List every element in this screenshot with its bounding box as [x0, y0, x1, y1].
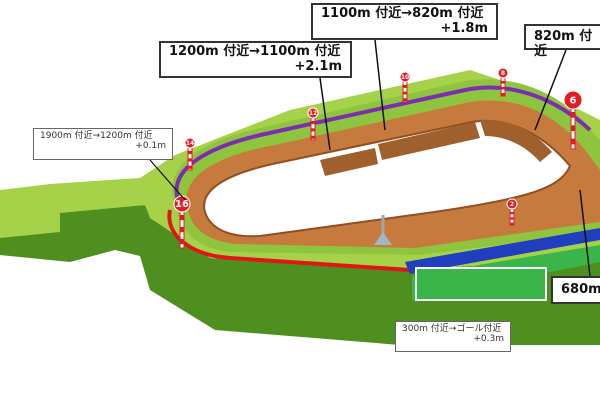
furlong-post-8: 8: [497, 67, 509, 97]
blue-rail: [405, 228, 600, 274]
furlong-post-label: 2: [510, 201, 514, 208]
furlong-post-label: 6: [570, 96, 577, 107]
slope-segment-2: [378, 122, 480, 160]
purple-course-line: [174, 85, 592, 201]
callout-1900-1200: 1900m 付近→1200m 付近 +0.1m: [33, 128, 173, 160]
furlong-post-14: 14: [184, 137, 196, 171]
slope-segment-1: [320, 148, 378, 176]
leader-c4: [579, 189, 591, 277]
leader-c3: [534, 49, 567, 131]
callout-300-goal: 300m 付近→ゴール付近 +0.3m: [395, 321, 511, 352]
callout-680: 680m: [551, 276, 600, 304]
goal-post-icon: [374, 215, 392, 245]
furlong-post-label: 14: [186, 140, 194, 147]
leader-c1: [319, 77, 331, 151]
furlong-post-label: 16: [175, 199, 189, 210]
furlong-post-label: 12: [309, 110, 317, 117]
callout-820: 820m 付近: [524, 24, 600, 59]
furlong-post-12: 12: [307, 107, 319, 141]
leader-c5: [149, 159, 186, 201]
furlong-post-label: 10: [401, 74, 409, 81]
turf-base-side: [0, 205, 600, 345]
red-course-line: [167, 209, 411, 272]
callout-1200-1100: 1200m 付近→1100m 付近 +2.1m: [159, 41, 352, 78]
callout-1100-820: 1100m 付近→820m 付近 +1.8m: [311, 3, 498, 40]
furlong-post-label: 8: [501, 70, 505, 77]
slope-segment-3: [480, 119, 552, 162]
furlong-post-10: 10: [399, 71, 411, 103]
furlong-post-2: 2: [506, 198, 518, 226]
leader-c2: [374, 39, 386, 131]
furlong-post-6: 6: [563, 90, 583, 150]
grandstand-box: [415, 267, 547, 301]
infield: [203, 119, 572, 238]
